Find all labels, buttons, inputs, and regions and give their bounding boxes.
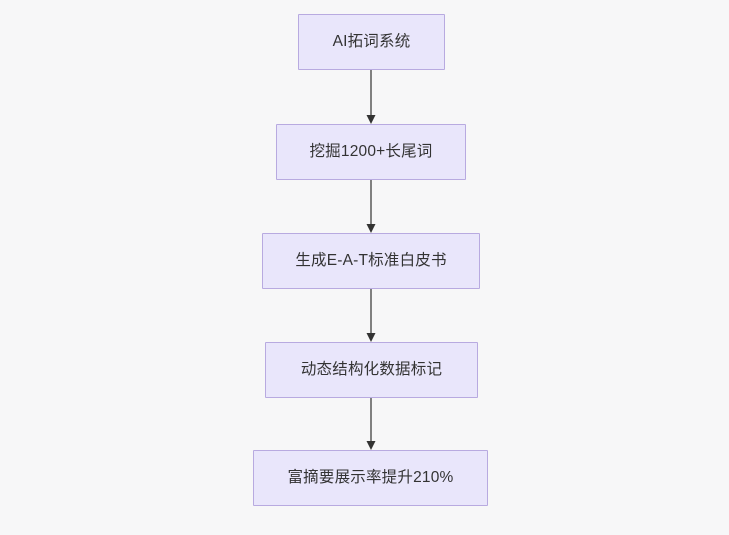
flowchart-node-n3[interactable]: 生成E-A-T标准白皮书 xyxy=(262,233,480,289)
flowchart-node-label: 挖掘1200+长尾词 xyxy=(309,142,433,160)
edge-arrowhead xyxy=(366,441,376,450)
edge-arrowhead xyxy=(366,224,376,233)
flowchart-node-label: 动态结构化数据标记 xyxy=(300,360,443,378)
flowchart-node-label: 富摘要展示率提升210% xyxy=(287,468,454,486)
flowchart-node-label: 生成E-A-T标准白皮书 xyxy=(295,251,447,269)
flowchart-node-n4[interactable]: 动态结构化数据标记 xyxy=(265,342,478,398)
edge-arrowhead xyxy=(366,333,376,342)
flowchart-node-label: AI拓词系统 xyxy=(332,32,411,50)
flowchart-node-n1[interactable]: AI拓词系统 xyxy=(298,14,445,70)
edge-arrowhead xyxy=(366,115,376,124)
flowchart-node-n2[interactable]: 挖掘1200+长尾词 xyxy=(276,124,466,180)
flowchart-node-n5[interactable]: 富摘要展示率提升210% xyxy=(253,450,488,506)
